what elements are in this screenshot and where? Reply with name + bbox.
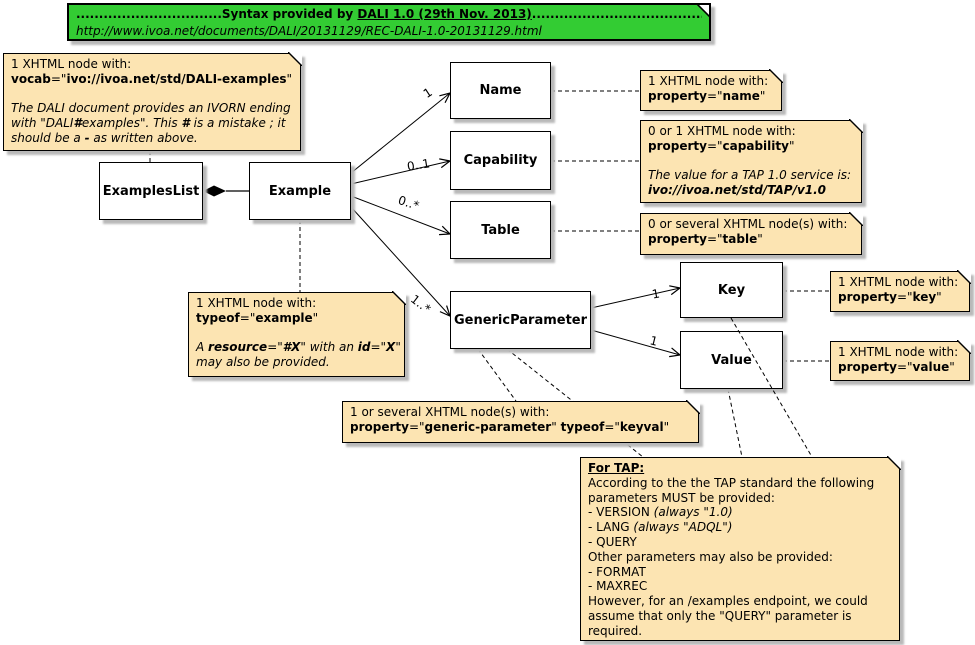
multiplicity-name: 1 <box>420 85 435 101</box>
edge-example-name <box>350 92 452 174</box>
note-fold-icon <box>696 5 709 18</box>
class-box-example: Example <box>249 162 351 220</box>
note-capability: 0 or 1 XHTML node with:property="capabil… <box>640 119 863 203</box>
title-note: ................................Syntax p… <box>67 3 711 41</box>
note-fold-icon <box>848 212 863 227</box>
class-label-name: Name <box>479 83 522 98</box>
class-box-table: Table <box>450 201 551 259</box>
multiplicity-capability: 0..1 <box>406 156 431 174</box>
edge-example-capability <box>350 158 452 185</box>
class-label-table: Table <box>481 222 520 238</box>
note-generic-parameter: 1 or several XHTML node(s) with:property… <box>342 400 700 443</box>
class-box-value: Value <box>680 331 783 389</box>
multiplicity-genericparameter: 1..* <box>407 291 434 317</box>
multiplicity-key: 1 <box>650 286 661 302</box>
class-label-value: Value <box>711 352 752 368</box>
edge-exampleslist-example <box>203 185 249 197</box>
edge-genericparameter-key <box>590 285 682 309</box>
class-label-capability: Capability <box>463 153 538 168</box>
class-label-genericparameter: GenericParameter <box>453 312 588 328</box>
note-fold-icon <box>956 270 971 285</box>
class-label-key: Key <box>717 282 746 298</box>
note-fold-icon <box>287 52 302 67</box>
class-label-example: Example <box>268 183 332 199</box>
class-box-capability: Capability <box>450 131 551 190</box>
note-vocab: 1 XHTML node with:vocab="ivo://ivoa.net/… <box>3 52 302 151</box>
note-value: 1 XHTML node with:property="value" <box>830 340 971 381</box>
class-box-genericparameter: GenericParameter <box>450 291 591 349</box>
note-for-tap: For TAP:According to the the TAP standar… <box>580 456 901 641</box>
class-box-exampleslist: ExamplesList <box>99 162 203 220</box>
multiplicity-value: 1 <box>648 333 660 349</box>
edge-genericparameter-value <box>590 329 682 358</box>
multiplicity-table: 0..* <box>396 193 421 213</box>
note-fold-icon <box>391 291 406 306</box>
note-table: 0 or several XHTML node(s) with:property… <box>640 212 863 255</box>
note-name: 1 XHTML node with:property="name" <box>640 69 783 111</box>
class-box-name: Name <box>450 62 551 119</box>
note-typeof: 1 XHTML node with:typeof="example" A res… <box>188 291 406 377</box>
class-label-exampleslist: ExamplesList <box>102 183 200 199</box>
note-fold-icon <box>886 456 901 471</box>
note-fold-icon <box>768 69 783 84</box>
composition-diamond-icon <box>203 185 226 197</box>
note-fold-icon <box>956 340 971 355</box>
note-key: 1 XHTML node with:property="key" <box>830 270 971 312</box>
note-fold-icon <box>685 400 700 415</box>
note-fold-icon <box>848 119 863 134</box>
class-box-key: Key <box>680 262 783 318</box>
